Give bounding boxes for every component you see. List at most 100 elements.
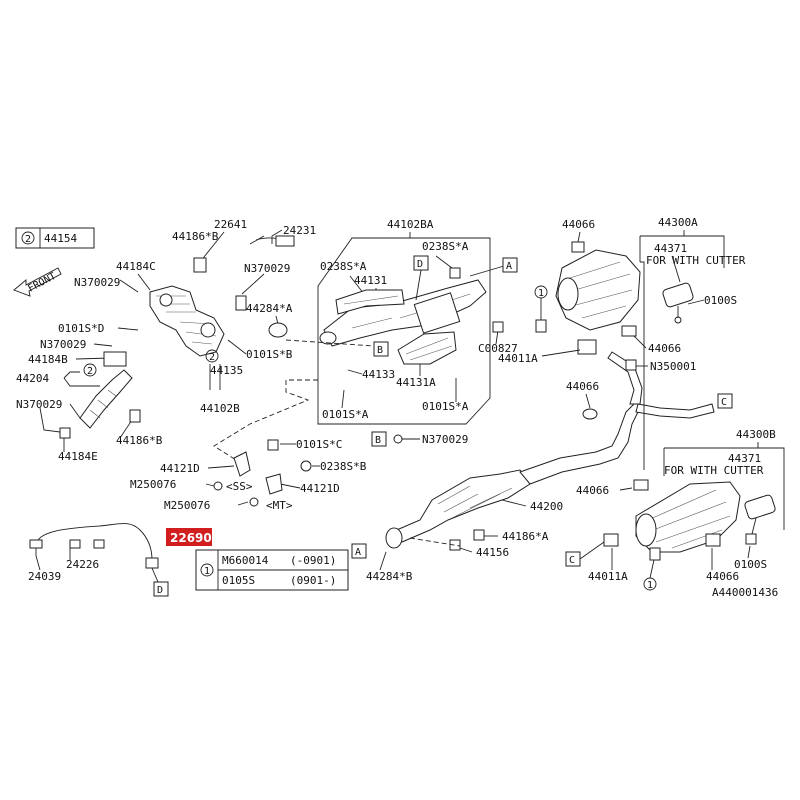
highlighted-part-box — [166, 528, 212, 546]
part-22641: 22641 — [214, 218, 247, 231]
table-row-0-part: M660014 — [222, 554, 269, 567]
part-44184E: 44184E — [58, 450, 98, 463]
assembly-outline-44102BA — [317, 237, 491, 425]
part-24226: 24226 — [66, 558, 99, 571]
center-pipe-44200 — [385, 351, 715, 549]
part-44200: 44200 — [530, 500, 563, 513]
callout-circle-2-manifold — [205, 349, 219, 363]
part-44371-top: 44371 — [654, 242, 687, 255]
part-44011A-bottom: 44011A — [588, 570, 628, 583]
part-44066-lower-left: 44066 — [576, 484, 609, 497]
part-44186B-bottom: 44186*B — [116, 434, 163, 447]
part-44186B-top: 44186*B — [172, 230, 219, 243]
part-44131A: 44131A — [396, 376, 436, 389]
bracket-44121D — [213, 439, 312, 507]
part-44186A: 44186*A — [502, 530, 549, 543]
callout-circle-2-pipe — [83, 363, 97, 377]
part-N350001: N350001 — [650, 360, 696, 373]
part-44154: 44154 — [44, 232, 77, 245]
mt-label: <MT> — [266, 499, 293, 512]
callout-2-pipe-label: 2 — [87, 366, 93, 377]
front-pipe — [59, 351, 141, 439]
muffler-44300A — [555, 249, 694, 355]
part-0101SA-left: 0101S*A — [322, 408, 369, 421]
callout-1-top-label: 1 — [538, 288, 544, 299]
part-M250076-bottom: M250076 — [164, 499, 210, 512]
part-N370029-c: N370029 — [40, 338, 86, 351]
part-M250076-top: M250076 — [130, 478, 176, 491]
part-0101SB: 0101S*B — [246, 348, 293, 361]
ref-box-44154 — [15, 227, 95, 249]
diagram-reference-code: A440001436 — [712, 586, 778, 599]
callout-box-B-lower — [371, 431, 387, 447]
part-N370029-e: N370029 — [422, 433, 468, 446]
callout-A-lower-label: A — [355, 547, 361, 558]
part-44184B: 44184B — [28, 353, 68, 366]
part-0100S-bottom: 0100S — [734, 558, 767, 571]
part-44011A-top: 44011A — [498, 352, 538, 365]
callout-circle-2 — [21, 231, 35, 245]
exhaust-manifold — [149, 235, 295, 357]
callout-box-A — [502, 257, 518, 273]
callout-A-label: A — [506, 261, 512, 272]
for-with-cutter-bottom: FOR WITH CUTTER — [664, 464, 764, 477]
part-44284B: 44284*B — [366, 570, 413, 583]
part-44184C: 44184C — [116, 260, 156, 273]
oxygen-sensor — [29, 523, 159, 583]
part-44121D-left: 44121D — [160, 462, 200, 475]
callout-1-table-label: 1 — [204, 566, 210, 577]
part-44121D-right: 44121D — [300, 482, 340, 495]
part-44066-top-left: 44066 — [562, 218, 595, 231]
for-with-cutter-top: FOR WITH CUTTER — [646, 254, 746, 267]
part-44066-mid-left: 44066 — [566, 380, 599, 393]
callout-2-manifold-label: 2 — [209, 352, 215, 363]
part-0100S-top: 0100S — [704, 294, 737, 307]
part-44066-mid-right: 44066 — [648, 342, 681, 355]
part-24039: 24039 — [28, 570, 61, 583]
part-0101SA-right: 0101S*A — [422, 400, 469, 413]
callout-box-D-sensor — [153, 581, 169, 597]
part-44284A-top: 44284*A — [246, 302, 293, 315]
part-44066-lower-right: 44066 — [706, 570, 739, 583]
ss-label: <SS> — [226, 480, 253, 493]
front-arrow-icon — [13, 267, 62, 297]
callout-D-label: D — [417, 259, 423, 270]
part-24231: 24231 — [283, 224, 316, 237]
part-44135: 44135 — [210, 364, 243, 377]
table-row-0-range: (-0901) — [290, 554, 336, 567]
callout-2-label: 2 — [25, 234, 31, 245]
callout-box-B — [373, 341, 389, 357]
part-0101SD: 0101S*D — [58, 322, 104, 335]
catalytic-converter — [319, 267, 504, 365]
part-N370029-d: N370029 — [16, 398, 62, 411]
part-44300B: 44300B — [736, 428, 776, 441]
callout-box-C — [717, 393, 733, 409]
callout-box-A-lower — [351, 543, 367, 559]
part-44300A: 44300A — [658, 216, 698, 229]
front-label: FRONT — [26, 271, 58, 295]
variant-table: 1 M660014 (-0901) 0105S (0901-) — [195, 549, 349, 591]
muffler-44300B — [603, 479, 776, 561]
part-C00827: C00827 — [478, 342, 518, 355]
part-44131: 44131 — [354, 274, 387, 287]
part-44102B: 44102B — [200, 402, 240, 415]
part-0238SA-left: 0238S*A — [320, 260, 367, 273]
part-44204: 44204 — [16, 372, 49, 385]
callout-B-lower-label: B — [375, 435, 381, 446]
callout-C-lower-label: C — [569, 555, 575, 566]
table-row-1-range: (0901-) — [290, 574, 336, 587]
part-N370029-a: N370029 — [74, 276, 120, 289]
part-0238SA-right: 0238S*A — [422, 240, 469, 253]
callout-C-label: C — [721, 397, 727, 408]
table-row-1-part: 0105S — [222, 574, 255, 587]
part-44156: 44156 — [476, 546, 509, 559]
callout-B-label: B — [377, 345, 383, 356]
part-44133: 44133 — [362, 368, 395, 381]
part-0101SC: 0101S*C — [296, 438, 342, 451]
part-N370029-b: N370029 — [244, 262, 290, 275]
callout-1-bottom-label: 1 — [647, 580, 653, 591]
part-44371-bottom: 44371 — [728, 452, 761, 465]
part-22690: 22690 — [170, 531, 212, 545]
part-44102BA: 44102BA — [387, 218, 434, 231]
